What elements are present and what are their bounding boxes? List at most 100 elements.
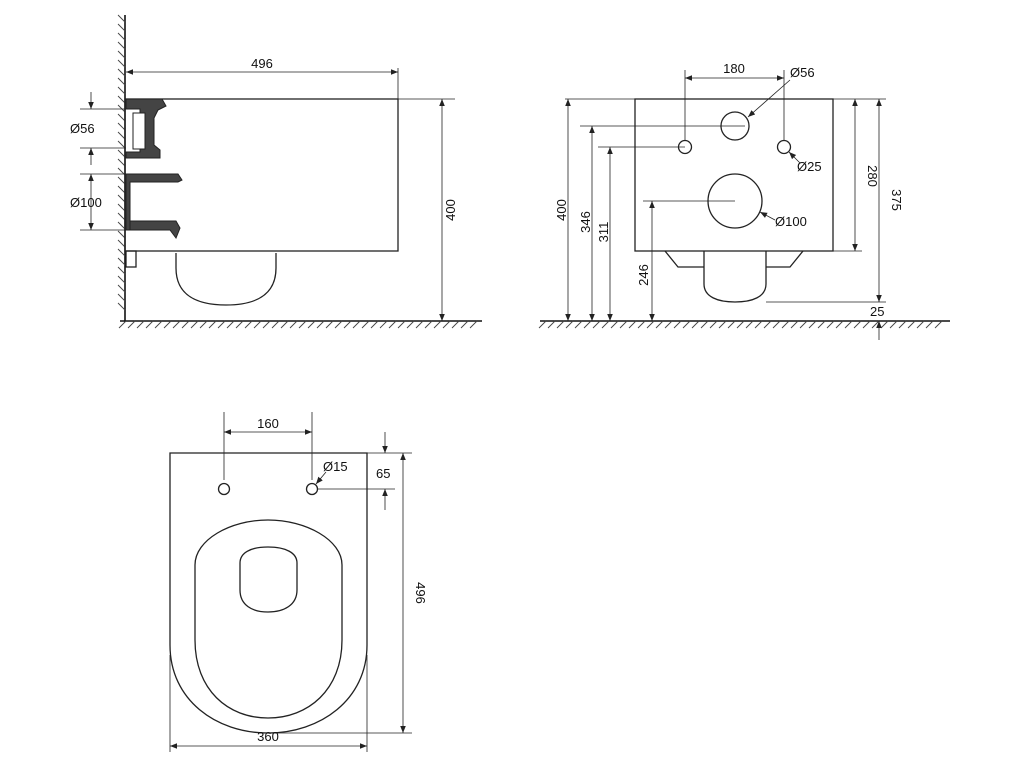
top-leader-d15 [315, 471, 327, 485]
hatch-line [280, 320, 289, 329]
front-skirt-right [766, 250, 804, 268]
hatch-line [592, 320, 601, 329]
front-dim-346: 346 [578, 211, 593, 233]
hatch-line [181, 320, 190, 329]
hatch-line [442, 320, 451, 329]
hatch-line [547, 320, 556, 329]
hatch-line [117, 149, 126, 158]
hatch-line [925, 320, 934, 329]
hatch-line [451, 320, 460, 329]
hatch-line [862, 320, 871, 329]
hatch-line [117, 131, 126, 140]
hatch-line [754, 320, 763, 329]
hatch-line [117, 122, 126, 131]
side-bowl-bottom [175, 253, 277, 306]
hatch-line [772, 320, 781, 329]
hatch-line [117, 23, 126, 32]
hatch-line [117, 302, 126, 311]
hatch-line [415, 320, 424, 329]
hatch-line [574, 320, 583, 329]
hatch-line [835, 320, 844, 329]
hatch-line [117, 14, 126, 23]
front-leader-d100 [759, 211, 776, 221]
hatch-line [934, 320, 943, 329]
top-dim-hole-d: Ø15 [323, 459, 348, 474]
top-bowl-opening [239, 546, 298, 613]
front-dim-d-right: Ø25 [797, 159, 822, 174]
front-leader-d56 [747, 79, 791, 118]
hatch-line [253, 320, 262, 329]
hatch-line [880, 320, 889, 329]
hatch-line [406, 320, 415, 329]
hatch-line [397, 320, 406, 329]
front-dim-375: 375 [889, 189, 904, 211]
hatch-line [646, 320, 655, 329]
hatch-line [117, 86, 126, 95]
hatch-line [117, 104, 126, 113]
hatch-line [790, 320, 799, 329]
hatch-line [117, 230, 126, 239]
hatch-line [583, 320, 592, 329]
hatch-line [817, 320, 826, 329]
hatch-line [388, 320, 397, 329]
hatch-line [117, 284, 126, 293]
hatch-line [889, 320, 898, 329]
hatch-line [117, 257, 126, 266]
hatch-line [700, 320, 709, 329]
hatch-line [637, 320, 646, 329]
side-wall-hatch [117, 14, 126, 311]
hatch-line [117, 68, 126, 77]
hatch-line [736, 320, 745, 329]
hatch-line [117, 59, 126, 68]
hatch-line [190, 320, 199, 329]
hatch-line [709, 320, 718, 329]
hatch-line [163, 320, 172, 329]
top-hole-right [305, 482, 319, 496]
hatch-line [117, 113, 126, 122]
top-dim-hole-offset: 65 [376, 466, 390, 481]
hatch-line [460, 320, 469, 329]
hatch-line [298, 320, 307, 329]
hatch-line [538, 320, 547, 329]
hatch-line [673, 320, 682, 329]
hatch-line [610, 320, 619, 329]
hatch-line [117, 275, 126, 284]
hatch-line [262, 320, 271, 329]
front-dim-d-center: Ø100 [775, 214, 807, 229]
hatch-line [727, 320, 736, 329]
hatch-line [226, 320, 235, 329]
side-view: 496 400 Ø56 Ø100 [70, 14, 482, 329]
hatch-line [235, 320, 244, 329]
hatch-line [808, 320, 817, 329]
side-outlet-connector-top [125, 173, 183, 231]
top-dim-width: 360 [257, 729, 279, 744]
hatch-line [289, 320, 298, 329]
front-hole-d25 [776, 139, 792, 155]
top-seat-ring [194, 519, 343, 719]
side-inlet-connector [125, 98, 167, 159]
hatch-line [898, 320, 907, 329]
hatch-line [799, 320, 808, 329]
hatch-line [781, 320, 790, 329]
hatch-line [325, 320, 334, 329]
front-skirt-left [664, 250, 704, 268]
hatch-line [117, 41, 126, 50]
front-dim-400: 400 [554, 199, 569, 221]
front-leader-d25 [788, 151, 801, 164]
hatch-line [127, 320, 136, 329]
hatch-line [145, 320, 154, 329]
hatch-line [871, 320, 880, 329]
hatch-line [853, 320, 862, 329]
side-dim-height: 400 [443, 199, 458, 221]
hatch-line [172, 320, 181, 329]
front-dim-hole-spacing: 180 [723, 61, 745, 76]
front-dim-d-top: Ø56 [790, 65, 815, 80]
hatch-line [334, 320, 343, 329]
hatch-line [844, 320, 853, 329]
front-dim-246: 246 [636, 264, 651, 286]
hatch-line [316, 320, 325, 329]
hatch-line [745, 320, 754, 329]
hatch-line [217, 320, 226, 329]
hatch-line [271, 320, 280, 329]
